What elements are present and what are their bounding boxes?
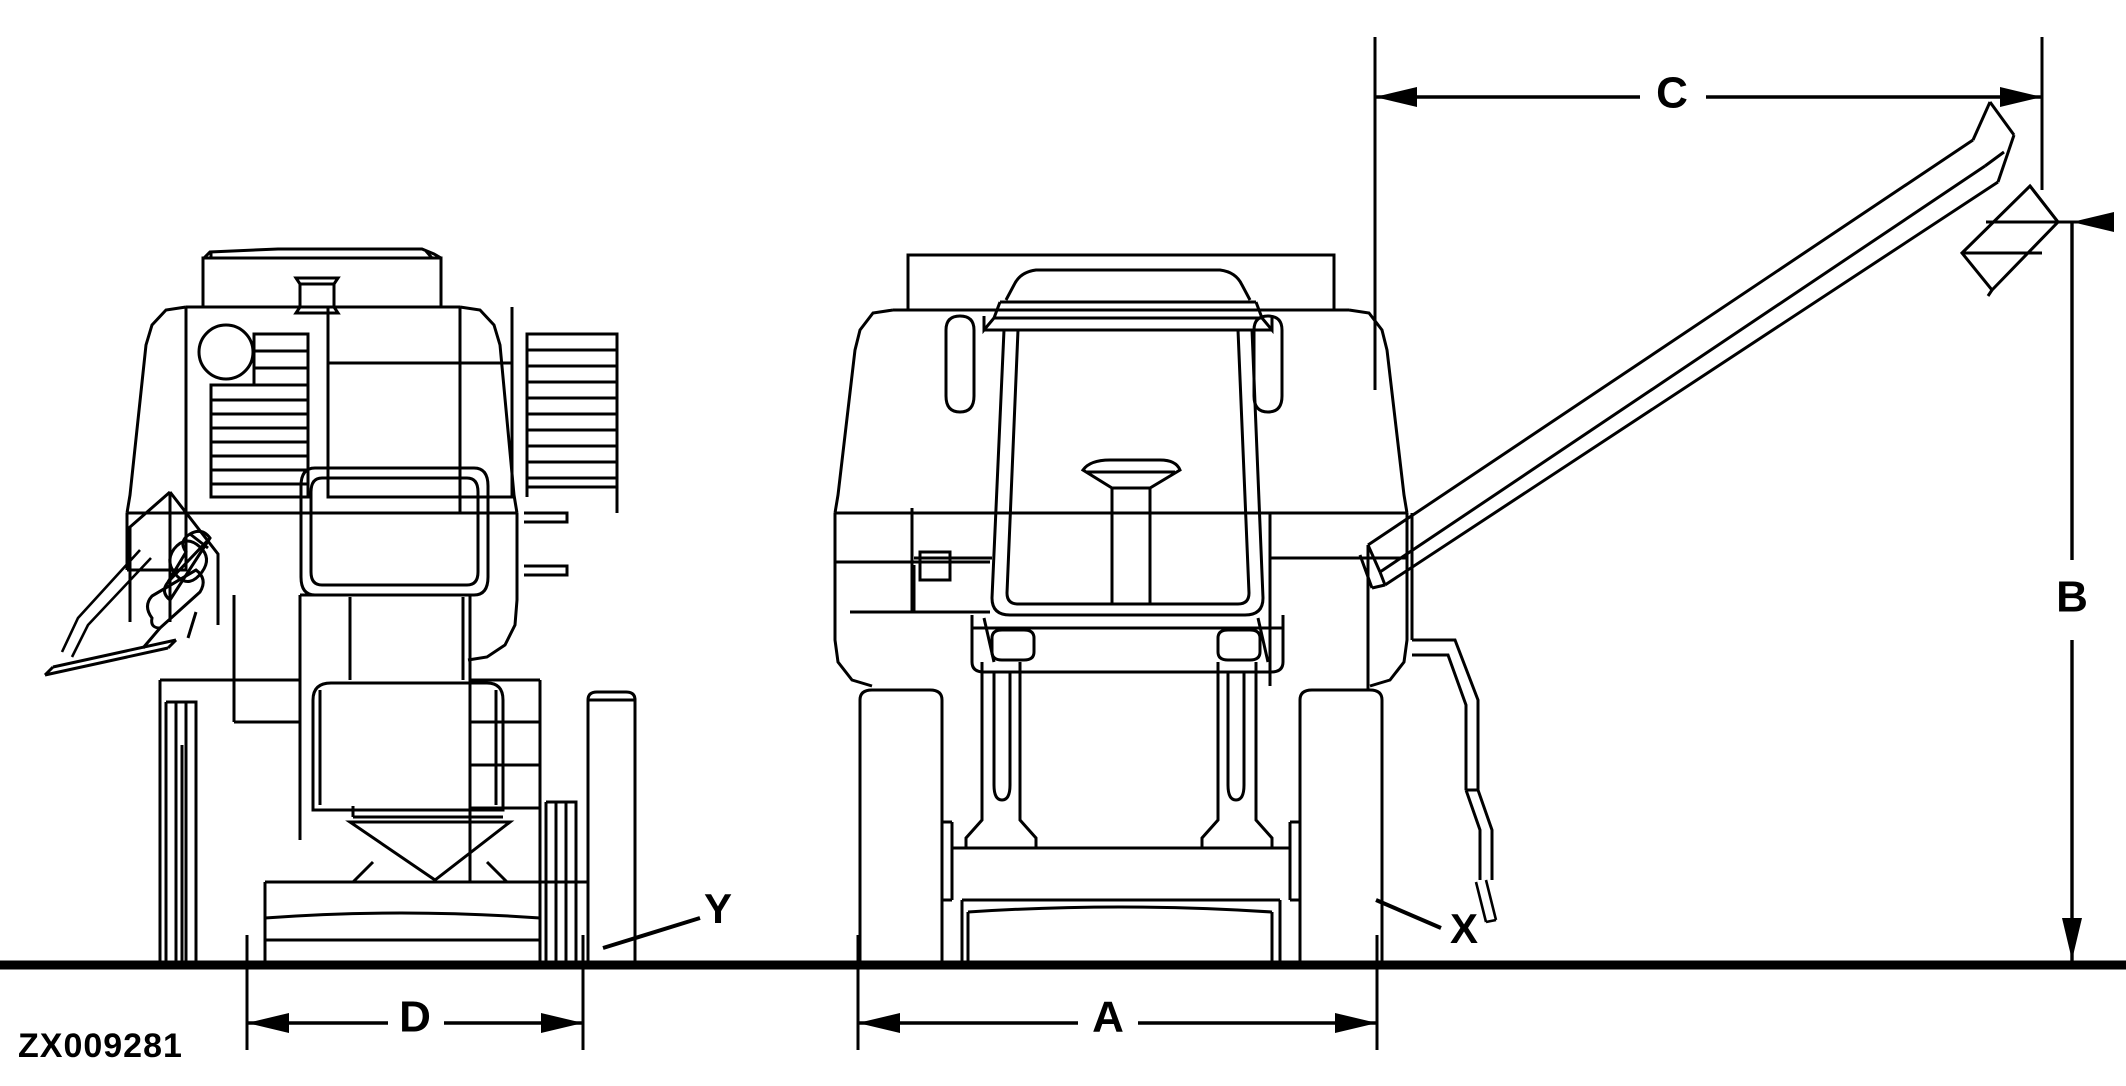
callout-Y-leader bbox=[602, 916, 701, 950]
rear-wheel-left bbox=[164, 700, 198, 967]
cab-roof bbox=[982, 268, 1274, 335]
rear-window bbox=[299, 466, 490, 597]
callout-X: X bbox=[1375, 898, 1478, 952]
front-drive-wheel-left bbox=[858, 688, 944, 965]
front-header-platform bbox=[940, 820, 1302, 965]
rear-wheel-right bbox=[544, 800, 578, 967]
rear-header-platform bbox=[263, 880, 588, 965]
front-cab-deck bbox=[970, 615, 1285, 674]
steering-wheel bbox=[1080, 458, 1182, 604]
radiator-grille-left bbox=[209, 383, 310, 499]
windshield bbox=[990, 328, 1265, 617]
dimension-B-arrow-bottom bbox=[2062, 918, 2082, 960]
front-frame-legs bbox=[964, 662, 1274, 850]
figure-caption-text: ZX009281 bbox=[18, 1027, 183, 1065]
rear-right-frame bbox=[468, 678, 542, 882]
callout-Y-label: Y bbox=[704, 885, 732, 932]
dimension-C-label: C bbox=[1656, 69, 1688, 118]
front-side-panel-left bbox=[835, 508, 992, 614]
rear-handrail bbox=[60, 549, 152, 658]
unloading-auger bbox=[1358, 101, 2016, 590]
rear-lamp-icon bbox=[197, 323, 255, 381]
front-view-machine bbox=[833, 101, 2060, 965]
front-access-ladder bbox=[1412, 638, 1498, 924]
callout-X-label: X bbox=[1450, 905, 1478, 952]
mirror-left bbox=[43, 490, 220, 677]
mirror-front-left bbox=[944, 314, 976, 414]
dimension-D: D bbox=[245, 935, 585, 1050]
dimension-A: A bbox=[856, 935, 1379, 1050]
dimension-A-label: A bbox=[1092, 993, 1124, 1042]
auger-discharge-spout bbox=[1959, 183, 2060, 297]
rear-step-handles bbox=[524, 511, 569, 577]
radiator-grille-upper-left bbox=[252, 332, 310, 387]
rear-view-machine bbox=[43, 247, 637, 967]
dimension-B-label: B bbox=[2056, 573, 2088, 622]
dimension-C: C bbox=[1373, 37, 2044, 390]
radiator-grille-right bbox=[525, 332, 619, 513]
rear-grain-chute bbox=[265, 597, 540, 884]
rear-tire-shell-right bbox=[586, 690, 637, 965]
auger-support-linkage bbox=[1366, 513, 1414, 690]
dimension-D-label: D bbox=[399, 993, 431, 1042]
figure-caption: ZX009281 bbox=[18, 1027, 183, 1065]
dimension-B: B bbox=[1986, 212, 2114, 964]
rear-center-panel bbox=[326, 307, 514, 499]
front-body-shell bbox=[833, 255, 1409, 688]
callout-Y: Y bbox=[602, 885, 732, 950]
front-side-panel-right bbox=[1268, 513, 1407, 686]
callout-X-leader bbox=[1375, 898, 1442, 930]
rear-lower-body bbox=[158, 593, 472, 965]
front-drive-wheel-right bbox=[1298, 688, 1384, 965]
mirror-front-right bbox=[1252, 314, 1284, 414]
